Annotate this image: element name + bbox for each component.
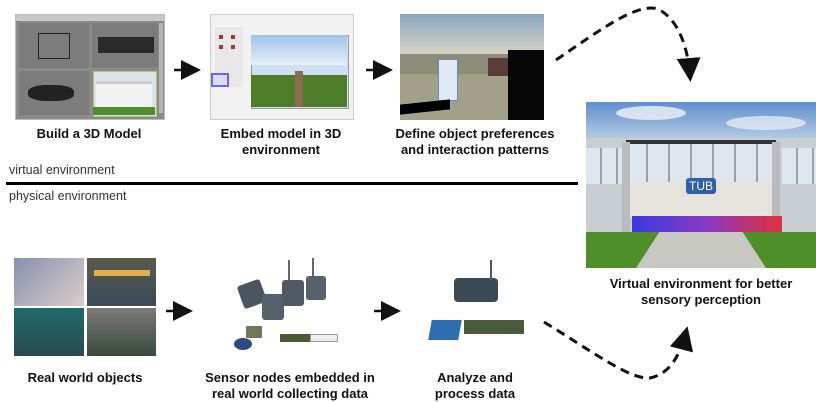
step-analyze-process-caption: Analyze and process data [434, 370, 516, 401]
dashed-arrow-physical-to-result [543, 320, 694, 380]
virtual-building-render: TUB [586, 102, 816, 268]
dashed-arrow-virtual-to-result [555, 6, 701, 82]
building-photos-collage [14, 258, 156, 356]
gateway-devices-photo [424, 254, 528, 352]
3d-modeling-software-screenshot [15, 14, 165, 120]
sensor-nodes-photo [228, 254, 348, 358]
virtual-scene-interaction-screenshot [400, 14, 544, 120]
step-build-3d-model-caption: Build a 3D Model [36, 126, 142, 141]
step-embed-model-caption: Embed model in 3D environment [220, 126, 342, 157]
step-real-world-objects-caption: Real world objects [27, 370, 143, 385]
step-define-preferences-caption: Define object preferences and interactio… [395, 126, 555, 157]
tub-sign: TUB [686, 178, 716, 194]
result-caption: Virtual environment for better sensory p… [609, 276, 793, 307]
physical-environment-label: physical environment [9, 189, 127, 203]
3d-environment-editor-screenshot [210, 14, 354, 120]
virtual-environment-label: virtual environment [9, 163, 115, 177]
environment-divider [6, 182, 578, 185]
step-sensor-nodes-caption: Sensor nodes embedded in real world coll… [205, 370, 375, 401]
